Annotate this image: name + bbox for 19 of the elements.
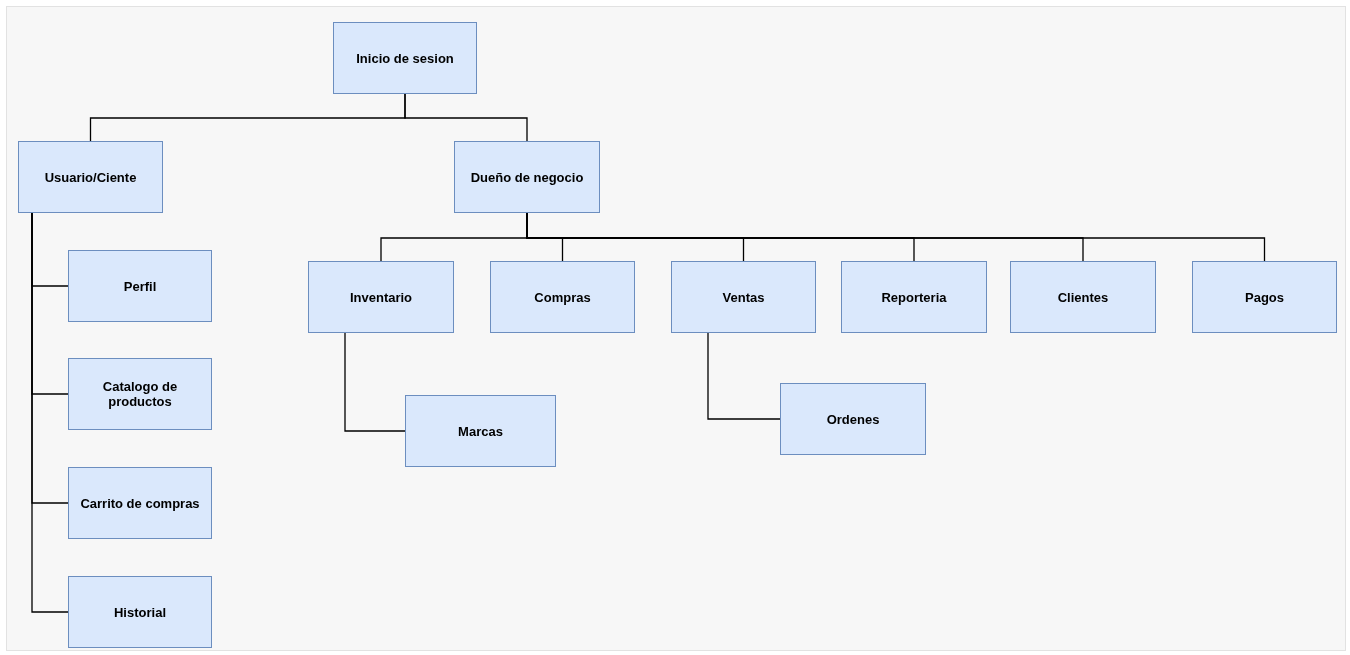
connector-line xyxy=(31,212,69,613)
process-box: Ordenes xyxy=(780,383,926,455)
process-box: Dueño de negocio xyxy=(454,141,600,213)
process-box: Marcas xyxy=(405,395,556,467)
process-box: Usuario/Ciente xyxy=(18,141,163,213)
connector-line xyxy=(344,332,406,432)
process-box: Historial xyxy=(68,576,212,648)
process-box: Reporteria xyxy=(841,261,987,333)
process-box: Clientes xyxy=(1010,261,1156,333)
process-box: Carrito de compras xyxy=(68,467,212,539)
process-box: Catalogo de productos xyxy=(68,358,212,430)
process-box: Perfil xyxy=(68,250,212,322)
process-box: Inicio de sesion xyxy=(333,22,477,94)
process-box: Inventario xyxy=(308,261,454,333)
process-box: Compras xyxy=(490,261,635,333)
process-box: Ventas xyxy=(671,261,816,333)
process-box: Pagos xyxy=(1192,261,1337,333)
connector-line xyxy=(707,332,781,420)
connector-line xyxy=(404,93,528,142)
